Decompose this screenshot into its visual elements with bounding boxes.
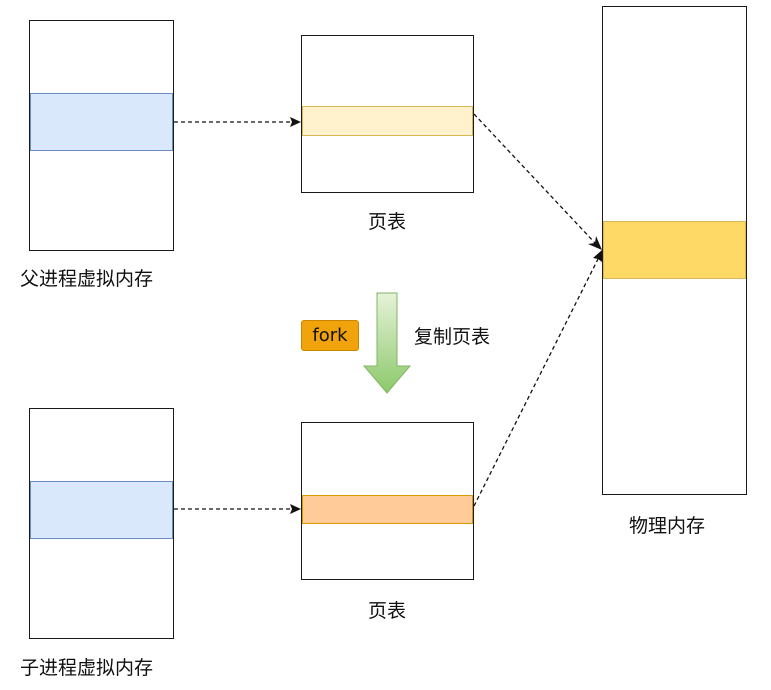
child-page-table-label: 页表 bbox=[368, 600, 407, 622]
copy-arrow-icon bbox=[362, 292, 412, 394]
fork-badge: fork bbox=[301, 320, 359, 351]
arrow-child-vm-to-page-table bbox=[174, 504, 301, 514]
parent-page-table bbox=[301, 35, 474, 193]
child-vm-mapped-region bbox=[30, 481, 173, 539]
parent-vm-mapped-region bbox=[30, 93, 173, 151]
physical-memory bbox=[602, 6, 747, 495]
parent-virtual-memory bbox=[29, 20, 174, 251]
child-page-table bbox=[301, 422, 474, 580]
child-vm-label: 子进程虚拟内存 bbox=[20, 657, 154, 679]
parent-vm-label: 父进程虚拟内存 bbox=[20, 268, 154, 290]
child-virtual-memory bbox=[29, 408, 174, 639]
child-page-table-entry bbox=[302, 495, 473, 524]
arrow-parent-page-table-to-physical bbox=[473, 113, 602, 250]
physical-memory-label: 物理内存 bbox=[629, 515, 706, 537]
arrow-parent-vm-to-page-table bbox=[174, 117, 301, 127]
copy-page-table-label: 复制页表 bbox=[414, 326, 491, 348]
parent-page-table-label: 页表 bbox=[368, 211, 407, 233]
parent-page-table-entry bbox=[302, 106, 473, 136]
physical-memory-frame bbox=[603, 221, 746, 279]
arrow-child-page-table-to-physical bbox=[473, 250, 602, 507]
